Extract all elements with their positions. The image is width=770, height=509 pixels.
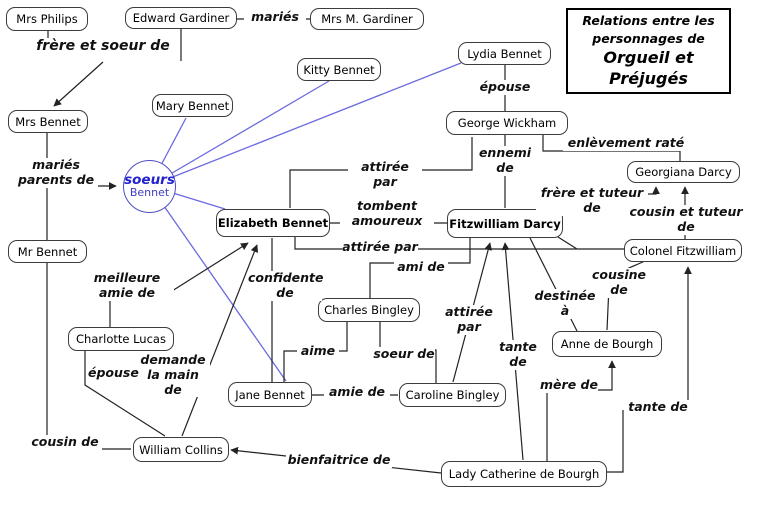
hub-title: soeurs	[124, 171, 175, 188]
edge-tante-colonel-a	[607, 410, 624, 473]
node-anne-de-bourgh: Anne de Bourgh	[552, 331, 662, 357]
edge-epouse-collins	[84, 350, 166, 437]
edge-enlevement-rate	[542, 135, 681, 161]
node-charles-bingley: Charles Bingley	[318, 298, 420, 322]
node-kitty-bennet: Kitty Bennet	[297, 58, 381, 81]
hub-subtitle: Bennet	[129, 186, 170, 200]
edge-label-epouse-collins: épouse	[88, 365, 139, 381]
edge-label-attiree-par-colonel: attirée par	[342, 239, 418, 255]
edge-label-enlevement-rate: enlèvement raté	[563, 135, 689, 151]
node-mary-bennet: Mary Bennet	[152, 94, 233, 117]
node-mrs-m-gardiner: Mrs M. Gardiner	[310, 8, 424, 30]
edge-label-destinee-a: destinée à	[530, 288, 600, 319]
node-caroline-bingley: Caroline Bingley	[399, 383, 506, 407]
edge-label-demande-la-main-de: demande la main de	[136, 352, 210, 398]
edge-soeurs-kitty	[149, 80, 330, 187]
edge-soeurs-jane	[149, 185, 287, 382]
edge-label-attiree-par-darcy: attirée par	[432, 304, 506, 335]
edge-label-ennemi-de: ennemi de	[477, 145, 533, 176]
node-jane-bennet: Jane Bennet	[228, 382, 312, 407]
title-box: Relations entre les personnages de Orgue…	[566, 8, 731, 94]
edge-label-tombent-amoureux: tombent amoureux	[340, 198, 434, 229]
edge-siblings-mrs-bennet	[53, 61, 104, 107]
edge-label-attiree-par-wickham: attirée par	[348, 159, 422, 190]
node-mr-bennet: Mr Bennet	[8, 240, 87, 263]
edge-demande-la-main	[181, 244, 259, 437]
edge-label-bienfaitrice-de: bienfaitrice de	[286, 452, 392, 468]
node-elizabeth-bennet: Elizabeth Bennet	[216, 209, 330, 237]
title-line-3: Orgueil et Préjugés	[603, 48, 694, 89]
edge-label-cousin-et-tuteur-de: cousin et tuteur de	[622, 204, 750, 235]
edge-label-aime: aime	[297, 343, 339, 359]
title-line-1: Relations entre les	[582, 13, 715, 29]
edge-label-amie-de: amie de	[324, 384, 390, 400]
node-georgiana-darcy: Georgiana Darcy	[627, 161, 740, 183]
node-lady-catherine-de-bourgh: Lady Catherine de Bourgh	[441, 461, 607, 487]
edge-label-meilleure-amie-de: meilleure amie de	[80, 270, 174, 301]
edge-label-mere-de: mère de	[540, 377, 598, 393]
edge-attiree-par-colonel	[294, 237, 624, 250]
edge-label-confidente-de: confidente de	[248, 270, 324, 301]
edge-mere-de	[546, 360, 616, 461]
edge-label-epouse-lydia: épouse	[477, 79, 533, 95]
edge-soeurs-lydia	[149, 62, 462, 187]
edge-label-tante-de-colonel: tante de	[626, 399, 690, 415]
edge-label-frere-et-soeur-de: frère et soeur de	[36, 38, 170, 55]
node-mrs-bennet: Mrs Bennet	[8, 110, 88, 133]
node-william-collins: William Collins	[133, 437, 229, 462]
edge-label-maries: mariés	[244, 9, 306, 25]
title-line-2: personnages de	[592, 31, 705, 47]
edge-label-tante-de-darcy: tante de	[489, 339, 547, 370]
edge-label-soeur-de: soeur de	[373, 346, 435, 362]
node-soeurs-bennet: soeurs Bennet	[123, 160, 176, 213]
node-charlotte-lucas: Charlotte Lucas	[68, 327, 174, 351]
edge-meilleure-amie-b	[171, 242, 249, 292]
node-george-wickham: George Wickham	[446, 111, 568, 135]
edge-label-ami-de: ami de	[394, 259, 448, 275]
node-lydia-bennet: Lydia Bennet	[458, 42, 551, 65]
edge-label-maries-parents-de: mariés parents de	[14, 157, 98, 188]
edge-darcy-colonel-join	[557, 236, 578, 250]
edge-label-cousin-de: cousin de	[28, 434, 102, 450]
node-edward-gardiner: Edward Gardiner	[125, 7, 237, 29]
node-colonel-fitzwilliam: Colonel Fitzwilliam	[624, 239, 742, 262]
node-mrs-philips: Mrs Philips	[6, 7, 88, 31]
